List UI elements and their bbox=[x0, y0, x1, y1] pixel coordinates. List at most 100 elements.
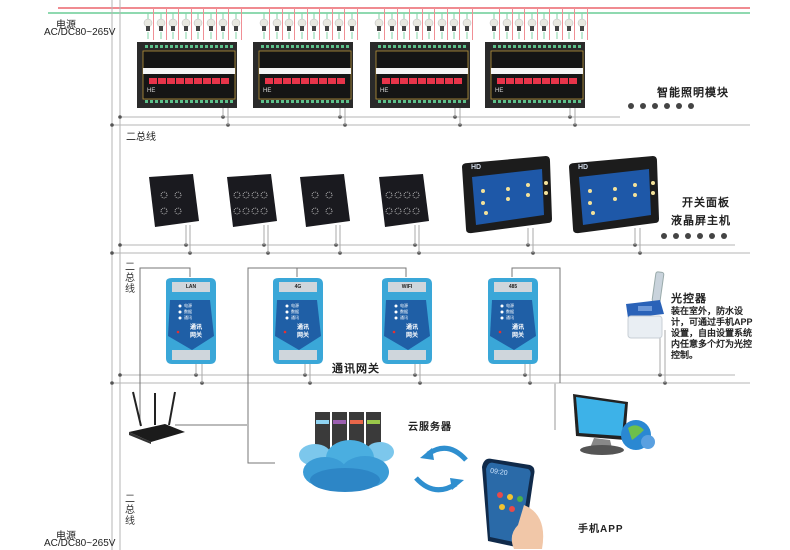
gateway-port-label: LAN bbox=[185, 284, 197, 290]
cloud-server-label: 云服务器 bbox=[408, 422, 452, 433]
live-drop-line bbox=[511, 8, 513, 40]
gateway-device-label: 通讯网关 bbox=[512, 325, 525, 339]
switch-panel bbox=[147, 173, 202, 231]
light-bulb-icon bbox=[272, 13, 282, 39]
light-bulb-icon bbox=[347, 13, 357, 39]
gateway-device-label: 通讯网关 bbox=[297, 325, 310, 339]
light-controller-description: 装在室外，防水设计，可通过手机APP设置，自由设置系统内任意多个灯为光控控制。 bbox=[671, 306, 753, 360]
gateway-port-label: WIFI bbox=[401, 284, 413, 290]
live-drop-line bbox=[344, 8, 345, 40]
live-drop-line bbox=[586, 8, 588, 40]
light-bulb-icon bbox=[437, 13, 447, 39]
live-drop-line bbox=[240, 8, 242, 40]
live-drop-line bbox=[536, 8, 538, 40]
live-drop-line bbox=[306, 8, 308, 40]
live-drop-line bbox=[203, 8, 204, 40]
light-bulb-icon bbox=[387, 13, 397, 39]
power-voltage-bottom: AC/DC80~265V bbox=[44, 538, 116, 549]
live-drop-line bbox=[409, 8, 410, 40]
live-drop-line bbox=[165, 8, 167, 40]
lighting-module: HE bbox=[485, 42, 585, 108]
light-bulb-icon bbox=[181, 13, 191, 39]
light-bulb-icon bbox=[156, 13, 166, 39]
lcd-host-label: 液晶屏主机 bbox=[671, 215, 731, 227]
bus-label-vertical-bottom: 二总线 bbox=[125, 494, 135, 527]
computer-icon bbox=[570, 390, 665, 460]
lcd-logo: HD bbox=[471, 164, 482, 171]
live-drop-line bbox=[434, 8, 435, 40]
light-bulb-icon bbox=[297, 13, 307, 39]
bus-label: 二总线 bbox=[126, 132, 156, 143]
light-bulb-icon bbox=[168, 13, 178, 39]
light-bulb-icon bbox=[489, 13, 499, 39]
live-drop-line bbox=[294, 8, 295, 40]
power-label-bottom: 电源 bbox=[56, 531, 76, 542]
gateway-port-label: 4G bbox=[294, 284, 302, 290]
more-dots bbox=[628, 103, 694, 109]
more-dots bbox=[661, 233, 727, 239]
communication-gateway: 4G 电源数据通讯 通讯网关 bbox=[267, 276, 327, 366]
light-bulb-icon bbox=[193, 13, 203, 39]
live-drop-line bbox=[549, 8, 550, 40]
light-bulb-icon bbox=[462, 13, 472, 39]
light-bulb-icon bbox=[577, 13, 587, 39]
live-drop-line bbox=[396, 8, 398, 40]
gateway-led-labels: 电源数据通讯 bbox=[506, 303, 514, 320]
light-bulb-icon bbox=[374, 13, 384, 39]
light-bulb-icon bbox=[514, 13, 524, 39]
live-drop-line bbox=[499, 8, 500, 40]
live-drop-line bbox=[446, 8, 448, 40]
lighting-module: HE bbox=[137, 42, 237, 108]
module-brand: HE bbox=[263, 88, 272, 94]
live-drop-line bbox=[153, 8, 154, 40]
bulb-row bbox=[0, 0, 790, 40]
light-bulb-icon bbox=[284, 13, 294, 39]
gateway-label: 通讯网关 bbox=[332, 363, 380, 375]
light-bulb-icon bbox=[424, 13, 434, 39]
lcd-logo: HD bbox=[578, 164, 589, 171]
switch-panel bbox=[225, 173, 280, 231]
lcd-host-screen: HD bbox=[565, 155, 660, 235]
light-controller-title: 光控器 bbox=[671, 293, 707, 305]
light-bulb-icon bbox=[539, 13, 549, 39]
gateway-led-labels: 电源数据通讯 bbox=[400, 303, 408, 320]
router bbox=[125, 390, 190, 445]
light-bulb-icon bbox=[449, 13, 459, 39]
lighting-module: HE bbox=[370, 42, 470, 108]
cloud-server bbox=[295, 410, 395, 495]
sync-arrows-icon bbox=[410, 440, 480, 500]
live-drop-line bbox=[178, 8, 179, 40]
light-bulb-icon bbox=[564, 13, 574, 39]
light-bulb-icon bbox=[309, 13, 319, 39]
live-drop-line bbox=[574, 8, 575, 40]
live-drop-line bbox=[471, 8, 473, 40]
mobile-app-label: 手机APP bbox=[578, 524, 624, 535]
power-voltage-top: AC/DC80~265V bbox=[44, 27, 116, 38]
live-drop-line bbox=[356, 8, 358, 40]
live-drop-line bbox=[190, 8, 192, 40]
live-drop-line bbox=[215, 8, 217, 40]
lighting-module-label: 智能照明模块 bbox=[657, 87, 729, 99]
live-drop-line bbox=[421, 8, 423, 40]
light-bulb-icon bbox=[399, 13, 409, 39]
light-bulb-icon bbox=[412, 13, 422, 39]
light-controller-device bbox=[620, 270, 670, 345]
lcd-host-screen: HD bbox=[458, 155, 553, 235]
light-bulb-icon bbox=[334, 13, 344, 39]
switch-panel-label: 开关面板 bbox=[682, 197, 730, 209]
communication-gateway: 485 电源数据通讯 通讯网关 bbox=[482, 276, 542, 366]
switch-panel bbox=[298, 173, 353, 231]
gateway-device-label: 通讯网关 bbox=[190, 325, 203, 339]
module-brand: HE bbox=[380, 88, 389, 94]
network-lines bbox=[139, 267, 561, 464]
live-drop-line bbox=[524, 8, 525, 40]
horizontal-bus-lines bbox=[112, 116, 750, 384]
live-drop-line bbox=[281, 8, 283, 40]
module-brand: HE bbox=[147, 88, 156, 94]
live-drop-line bbox=[384, 8, 385, 40]
gateway-led-labels: 电源数据通讯 bbox=[184, 303, 192, 320]
bus-label-vertical: 二总线 bbox=[125, 262, 135, 295]
live-drop-line bbox=[228, 8, 229, 40]
gateway-port-label: 485 bbox=[508, 284, 518, 290]
